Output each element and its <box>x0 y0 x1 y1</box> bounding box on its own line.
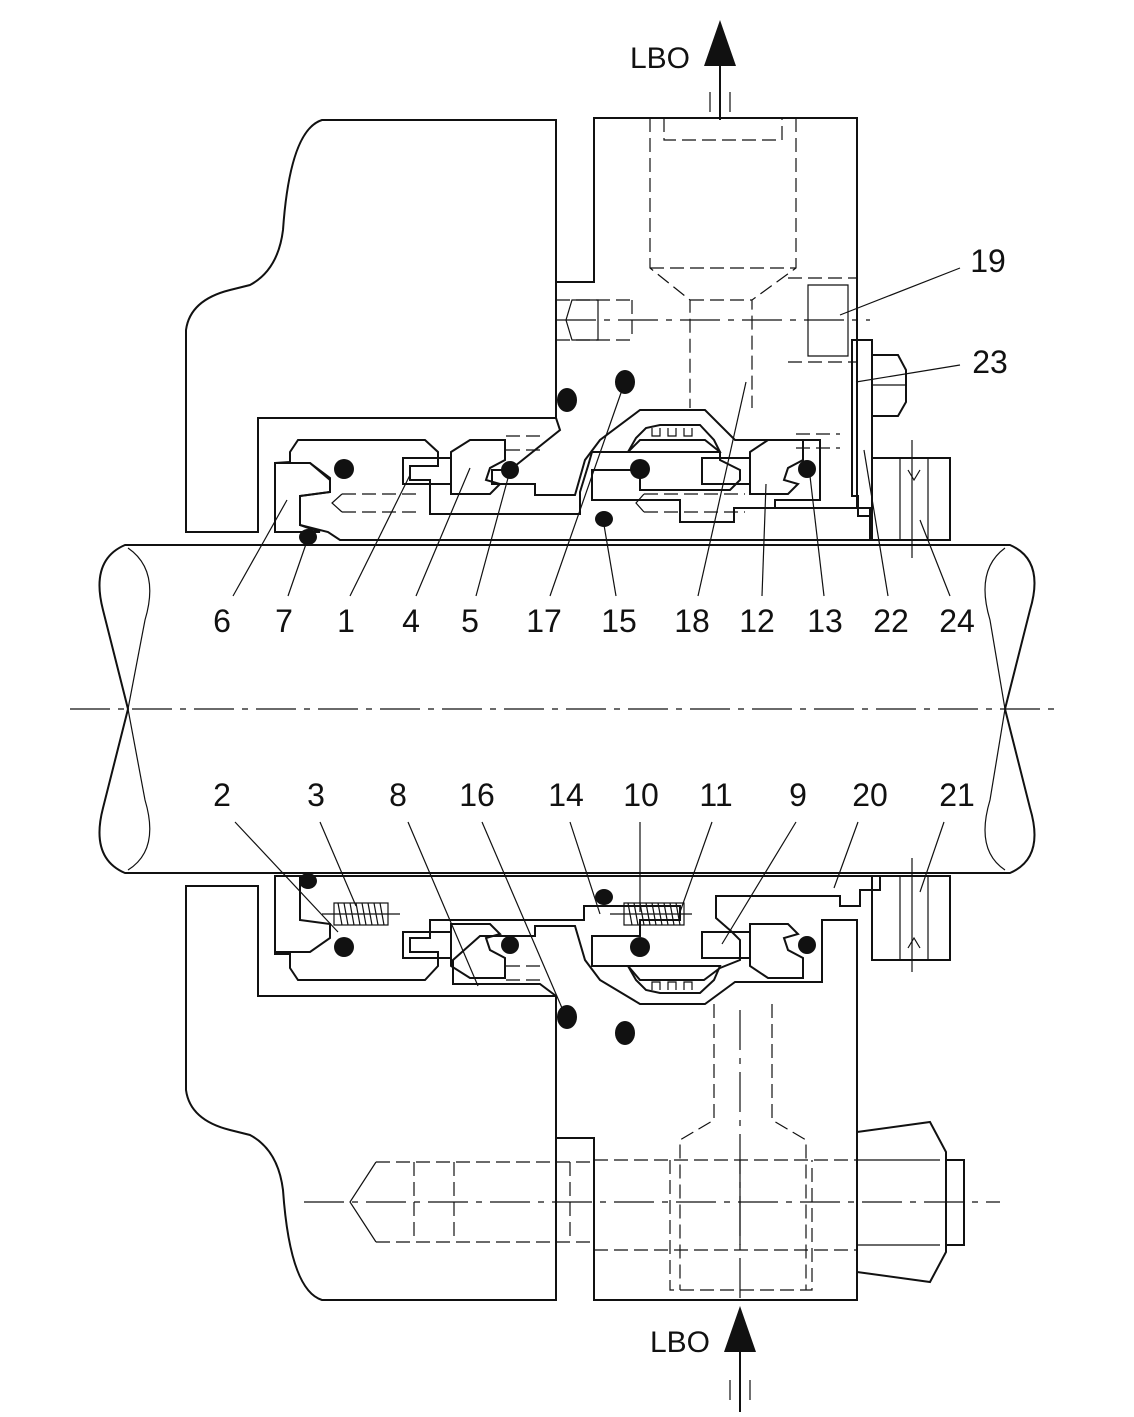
callout-5: 5 <box>461 603 479 639</box>
shaft <box>98 544 1036 874</box>
flow-arrow-bottom <box>724 1306 756 1412</box>
callout-4: 4 <box>402 603 420 639</box>
callout-1: 1 <box>337 603 355 639</box>
stationary-seats <box>450 439 804 979</box>
flow-label-bottom: LBO <box>650 1326 710 1359</box>
callouts-bottom: 2 3 8 16 14 10 11 9 20 21 <box>213 777 975 813</box>
callout-24: 24 <box>939 603 975 639</box>
callout-7: 7 <box>275 603 293 639</box>
gland-nut-top <box>871 354 907 417</box>
callout-9: 9 <box>789 777 807 813</box>
drive-collar-bottom <box>871 858 951 972</box>
gland-port-hidden-lines-top <box>556 118 857 408</box>
o-rings <box>299 370 816 1045</box>
stuffing-box-housing <box>185 119 557 1301</box>
spring-inboard <box>322 902 400 926</box>
flow-label-top: LBO <box>630 42 690 75</box>
flow-arrow-top <box>704 20 736 120</box>
callout-16: 16 <box>459 777 495 813</box>
callout-10: 10 <box>623 777 659 813</box>
spring-outboard <box>610 902 692 926</box>
callout-14: 14 <box>548 777 584 813</box>
callout-18: 18 <box>674 603 710 639</box>
shaft-sleeve-bottom <box>274 875 881 994</box>
callout-21: 21 <box>939 777 975 813</box>
shaft-sleeve-top <box>274 424 871 541</box>
callout-23: 23 <box>972 344 1008 380</box>
callout-6: 6 <box>213 603 231 639</box>
callout-leaders <box>232 267 961 1009</box>
gland-stud-bottom <box>304 1120 1000 1284</box>
callout-12: 12 <box>739 603 775 639</box>
callout-8: 8 <box>389 777 407 813</box>
callout-20: 20 <box>852 777 888 813</box>
callout-15: 15 <box>601 603 637 639</box>
drive-collar-top <box>871 440 951 558</box>
callout-19: 19 <box>970 243 1006 279</box>
rotating-faces <box>402 457 751 959</box>
callout-3: 3 <box>307 777 325 813</box>
callout-22: 22 <box>873 603 909 639</box>
callouts-side: 19 23 <box>970 243 1008 380</box>
gland-port-hidden-lines-bottom <box>594 1004 857 1291</box>
callout-17: 17 <box>526 603 562 639</box>
callout-11: 11 <box>699 777 732 813</box>
callouts-top: 6 7 1 4 5 17 15 18 12 13 22 24 <box>213 603 975 639</box>
callout-13: 13 <box>807 603 843 639</box>
callout-2: 2 <box>213 777 231 813</box>
